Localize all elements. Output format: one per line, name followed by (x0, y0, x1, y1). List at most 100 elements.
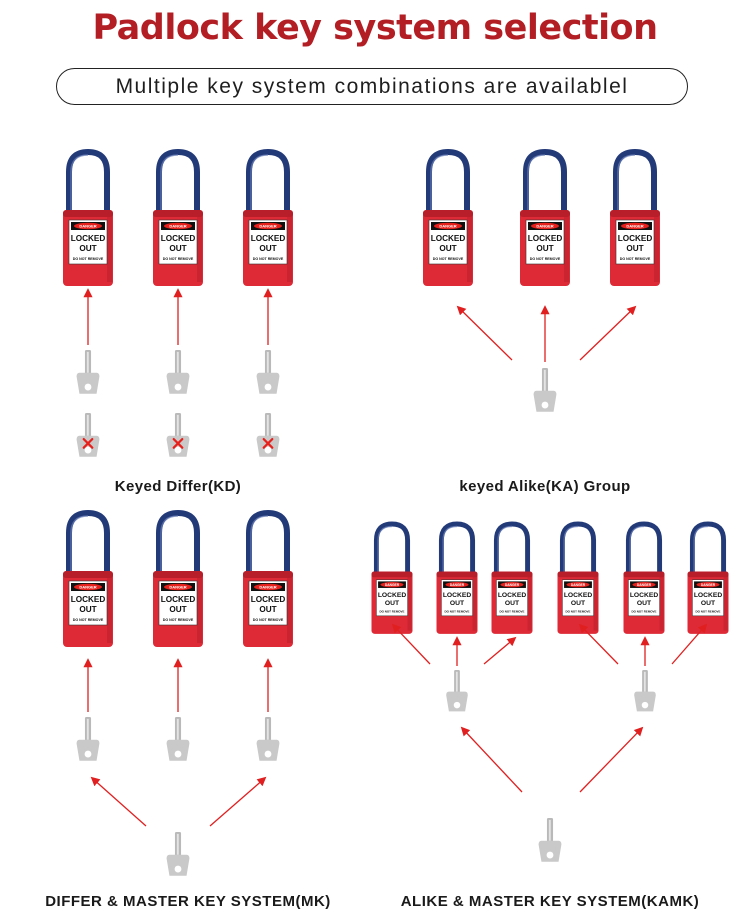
svg-text:LOCKED: LOCKED (498, 592, 527, 599)
key-icon (256, 350, 280, 394)
arrow-icon (460, 726, 523, 793)
svg-text:DANGER: DANGER (571, 583, 586, 587)
svg-text:LOCKED: LOCKED (564, 592, 593, 599)
svg-text:DO NOT REMOVE: DO NOT REMOVE (73, 257, 104, 261)
svg-text:DANGER: DANGER (169, 224, 186, 229)
svg-text:DANGER: DANGER (385, 583, 400, 587)
svg-text:DANGER: DANGER (169, 585, 186, 590)
svg-text:LOCKED: LOCKED (618, 234, 653, 243)
svg-text:DANGER: DANGER (626, 224, 643, 229)
page-title: Padlock key system selection (92, 8, 658, 48)
svg-text:OUT: OUT (79, 605, 96, 614)
svg-text:LOCKED: LOCKED (694, 592, 723, 599)
x-mark-icon (82, 437, 94, 449)
caption-keyed-alike: keyed Alike(KA) Group (459, 478, 631, 495)
svg-text:OUT: OUT (439, 244, 456, 253)
svg-text:DANGER: DANGER (79, 224, 96, 229)
svg-text:DANGER: DANGER (505, 583, 520, 587)
svg-text:OUT: OUT (259, 244, 276, 253)
key-icon (76, 717, 100, 761)
svg-text:DO NOT REMOVE: DO NOT REMOVE (445, 610, 470, 614)
caption-keyed-differ: Keyed Differ(KD) (114, 478, 242, 495)
svg-text:OUT: OUT (79, 244, 96, 253)
caption-master-key: DIFFER & MASTER KEY SYSTEM(MK) (45, 893, 331, 910)
svg-text:DO NOT REMOVE: DO NOT REMOVE (163, 257, 194, 261)
key-icon (256, 413, 280, 457)
svg-text:OUT: OUT (505, 600, 520, 607)
svg-text:DANGER: DANGER (450, 583, 465, 587)
svg-text:OUT: OUT (259, 605, 276, 614)
svg-text:OUT: OUT (169, 605, 186, 614)
arrow-icon (90, 776, 147, 827)
svg-text:OUT: OUT (571, 600, 586, 607)
svg-text:DO NOT REMOVE: DO NOT REMOVE (253, 257, 284, 261)
svg-text:DO NOT REMOVE: DO NOT REMOVE (433, 257, 464, 261)
arrow-icon (391, 623, 431, 665)
subtitle-pill: Multiple key system combinations are ava… (56, 68, 688, 105)
key-icon (256, 717, 280, 761)
svg-text:LOCKED: LOCKED (378, 592, 407, 599)
svg-text:DANGER: DANGER (701, 583, 716, 587)
arrow-icon (671, 623, 708, 665)
key-icon (446, 670, 468, 712)
svg-text:OUT: OUT (450, 600, 465, 607)
svg-text:OUT: OUT (626, 244, 643, 253)
svg-text:DANGER: DANGER (637, 583, 652, 587)
key-icon (166, 832, 190, 876)
svg-text:DANGER: DANGER (259, 585, 276, 590)
arrow-icon (209, 776, 267, 827)
key-icon (634, 670, 656, 712)
key-icon (533, 368, 557, 412)
arrow-icon (579, 726, 644, 793)
arrow-icon (483, 636, 517, 665)
svg-text:DO NOT REMOVE: DO NOT REMOVE (253, 618, 284, 622)
key-icon (76, 350, 100, 394)
svg-text:DO NOT REMOVE: DO NOT REMOVE (73, 618, 104, 622)
key-icon (166, 717, 190, 761)
svg-text:DO NOT REMOVE: DO NOT REMOVE (500, 610, 525, 614)
svg-text:DO NOT REMOVE: DO NOT REMOVE (696, 610, 721, 614)
key-icon (166, 350, 190, 394)
key-icon (166, 413, 190, 457)
svg-text:DANGER: DANGER (79, 585, 96, 590)
key-icon (538, 818, 562, 862)
x-mark-icon (172, 437, 184, 449)
svg-text:OUT: OUT (385, 600, 400, 607)
svg-text:OUT: OUT (169, 244, 186, 253)
svg-text:LOCKED: LOCKED (443, 592, 472, 599)
svg-text:DANGER: DANGER (439, 224, 456, 229)
arrow-icon (579, 305, 637, 361)
svg-text:DO NOT REMOVE: DO NOT REMOVE (163, 618, 194, 622)
key-icon (76, 413, 100, 457)
svg-text:LOCKED: LOCKED (251, 234, 286, 243)
svg-text:OUT: OUT (637, 600, 652, 607)
svg-text:DO NOT REMOVE: DO NOT REMOVE (380, 610, 405, 614)
svg-text:LOCKED: LOCKED (161, 595, 196, 604)
svg-text:DO NOT REMOVE: DO NOT REMOVE (632, 610, 657, 614)
svg-text:DANGER: DANGER (536, 224, 553, 229)
svg-text:LOCKED: LOCKED (528, 234, 563, 243)
svg-text:LOCKED: LOCKED (630, 592, 659, 599)
x-mark-icon (262, 437, 274, 449)
svg-text:LOCKED: LOCKED (71, 234, 106, 243)
svg-text:OUT: OUT (701, 600, 716, 607)
svg-text:LOCKED: LOCKED (71, 595, 106, 604)
svg-text:DANGER: DANGER (259, 224, 276, 229)
subtitle-text: Multiple key system combinations are ava… (115, 74, 629, 98)
svg-text:OUT: OUT (536, 244, 553, 253)
svg-text:DO NOT REMOVE: DO NOT REMOVE (530, 257, 561, 261)
